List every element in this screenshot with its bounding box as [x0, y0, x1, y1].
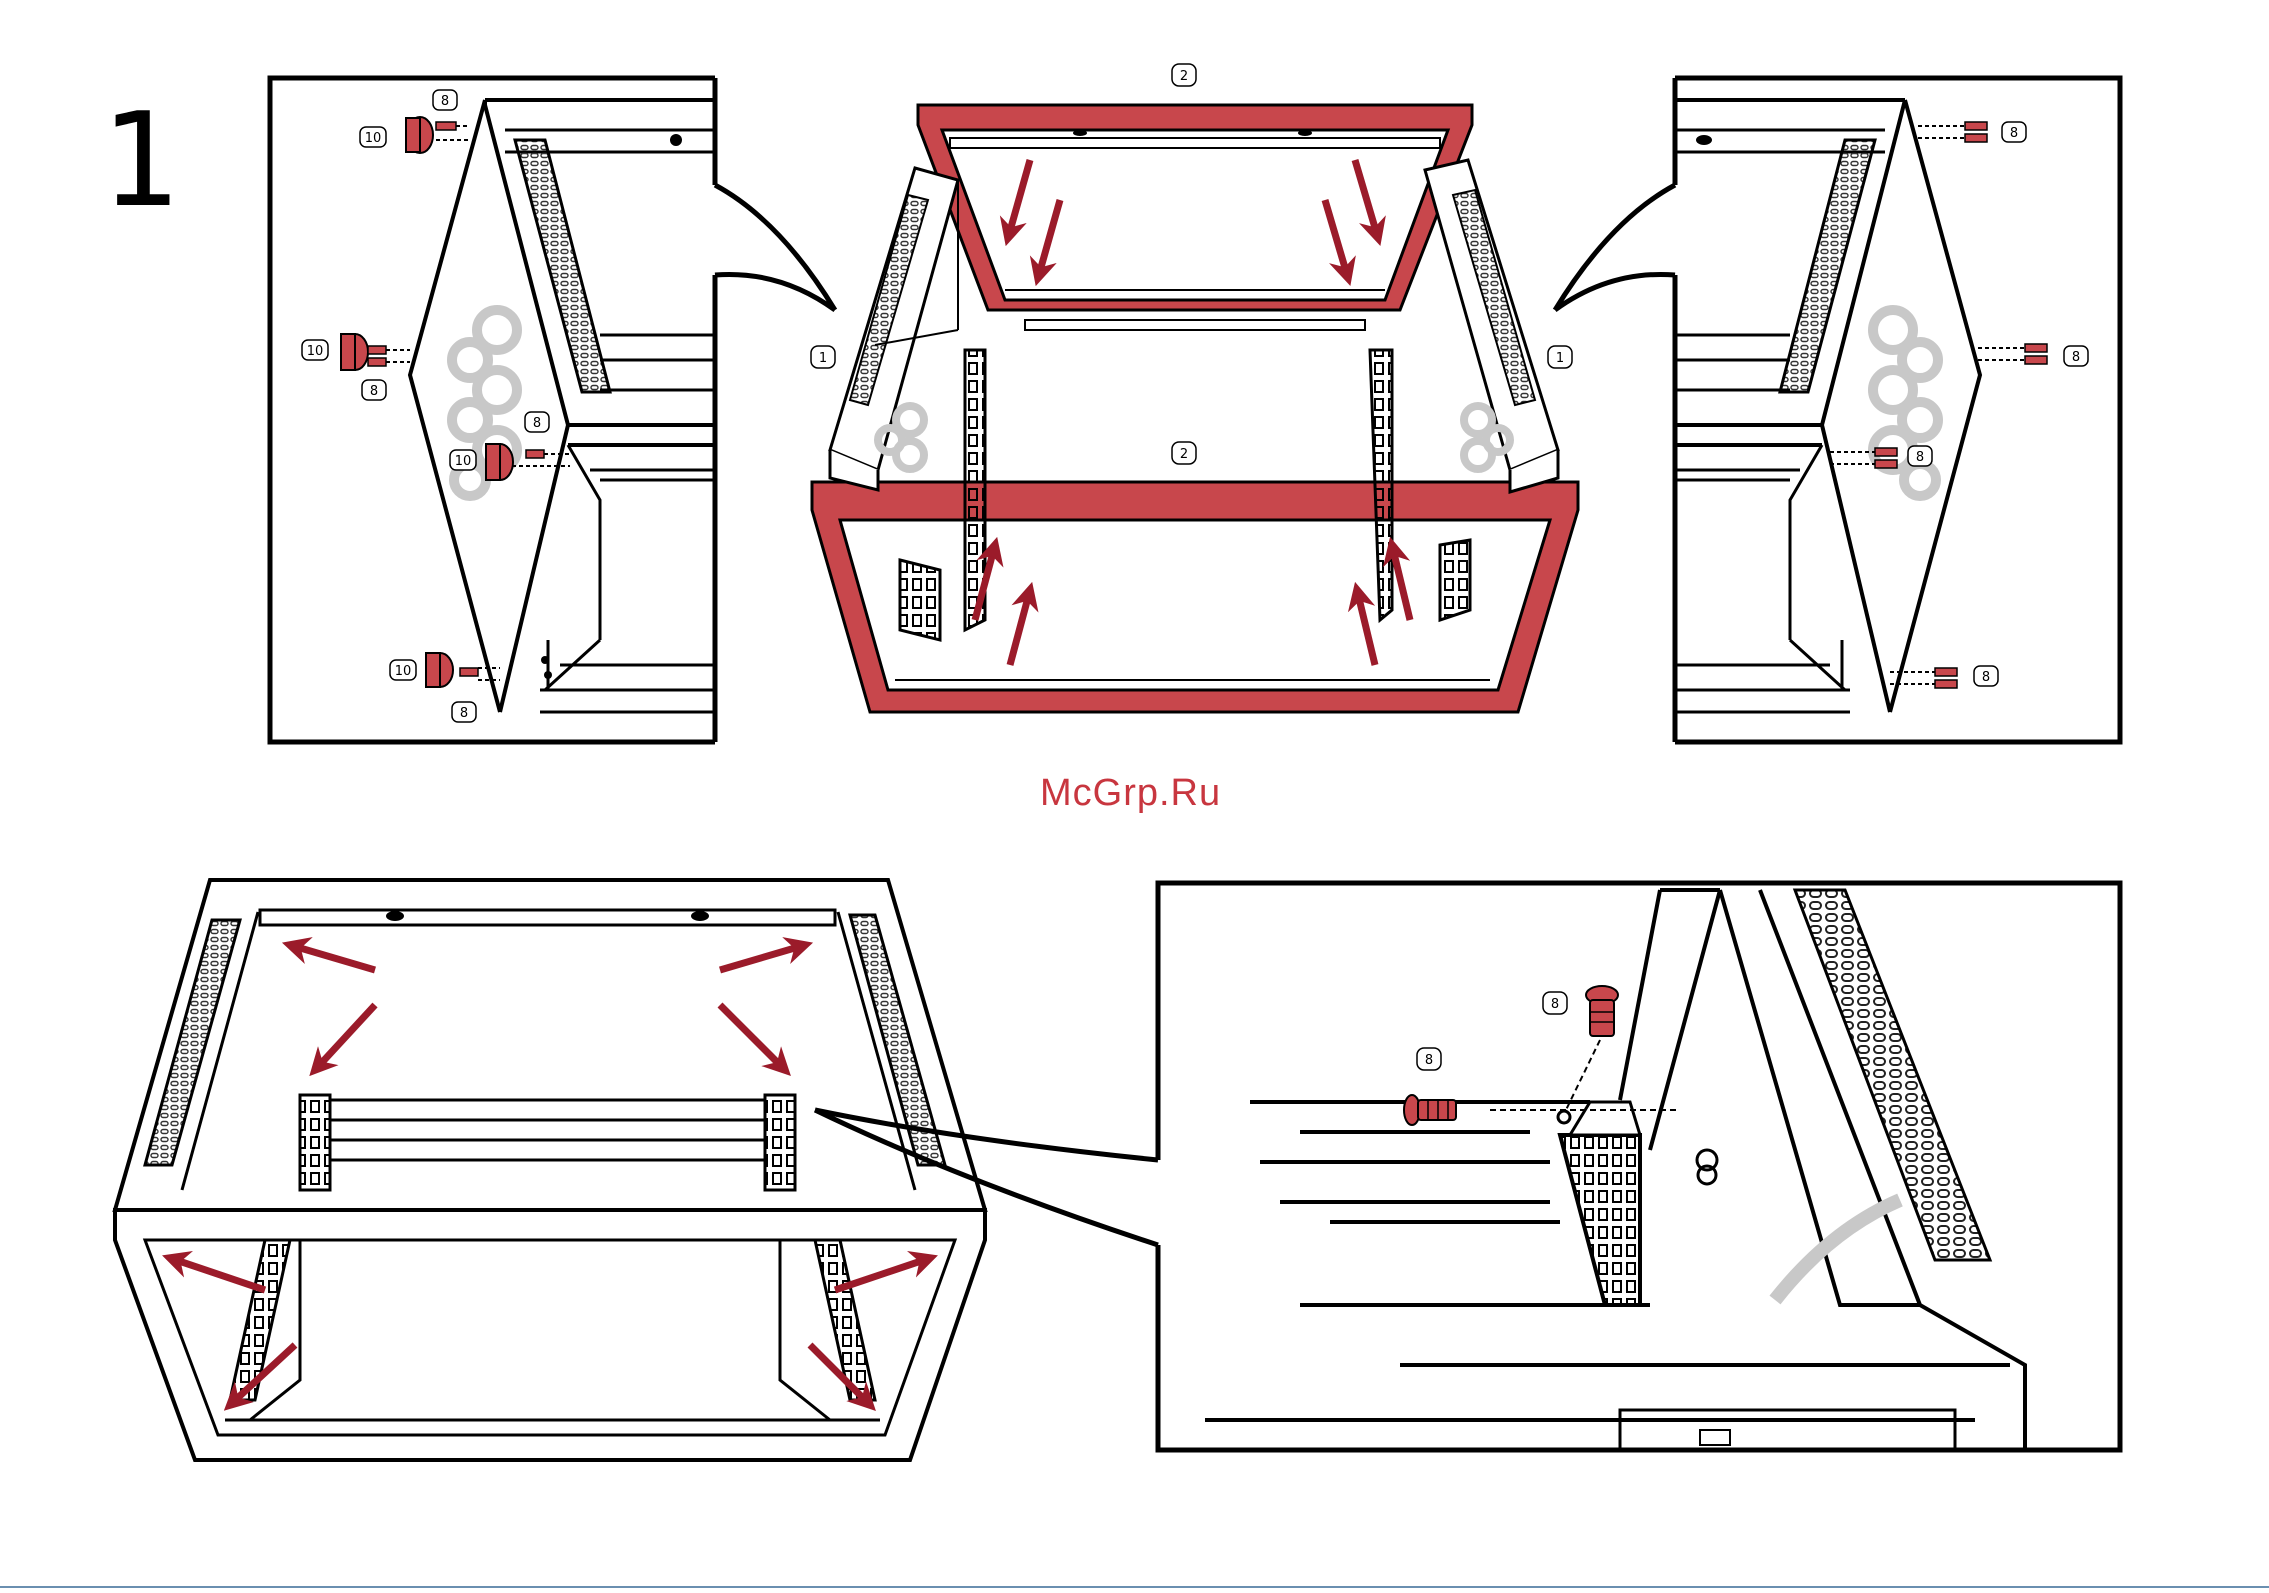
- cap-nut-icon: [486, 444, 513, 480]
- callout-screw-label: 8: [1974, 666, 1998, 686]
- svg-text:10: 10: [365, 131, 382, 146]
- svg-text:8: 8: [370, 384, 378, 399]
- callout-screw-label: 8: [452, 702, 476, 722]
- svg-text:8: 8: [1551, 997, 1559, 1012]
- callout-cap-label: 10: [302, 340, 328, 360]
- callout-screw-label: 8: [433, 90, 457, 110]
- svg-text:8: 8: [441, 94, 449, 109]
- svg-text:8: 8: [1982, 670, 1990, 685]
- callout-frame-label: 2: [1172, 442, 1196, 464]
- svg-text:1: 1: [1556, 351, 1564, 366]
- callout-screw-label: 8: [525, 412, 549, 432]
- svg-text:1: 1: [819, 351, 827, 366]
- callout-cap-label: 10: [360, 127, 386, 147]
- callout-screw-label: 8: [362, 380, 386, 400]
- svg-text:2: 2: [1180, 447, 1188, 462]
- assembled-cabinet-view: [115, 880, 1158, 1460]
- svg-text:8: 8: [2072, 350, 2080, 365]
- screw-icon: [1404, 1095, 1456, 1125]
- svg-text:8: 8: [1425, 1053, 1433, 1068]
- right-detail-view: 8 8 8 8: [1555, 78, 2120, 742]
- svg-text:8: 8: [460, 706, 468, 721]
- callout-screw-label: 8: [1417, 1048, 1441, 1070]
- watermark: McGrp.Ru: [1040, 772, 1221, 815]
- svg-text:10: 10: [395, 664, 412, 679]
- callout-cap-label: 10: [390, 660, 416, 680]
- callout-screw-label: 8: [1543, 992, 1567, 1014]
- frame-part-top: [918, 105, 1472, 330]
- callout-side-panel-label: 1: [811, 346, 835, 368]
- callout-screw-label: 8: [1908, 446, 1932, 466]
- svg-text:8: 8: [1916, 450, 1924, 465]
- svg-text:10: 10: [455, 454, 472, 469]
- svg-text:8: 8: [2010, 126, 2018, 141]
- step-number: 1: [100, 95, 178, 225]
- cap-nut-icon: [426, 653, 453, 687]
- callout-screw-label: 8: [2064, 346, 2088, 366]
- callout-screw-label: 8: [2002, 122, 2026, 142]
- screw-icon: [1586, 986, 1618, 1036]
- exploded-assembly-view: 2 2 1 1: [811, 64, 1578, 712]
- callout-cap-label: 10: [450, 450, 476, 470]
- callout-frame-label: 2: [1172, 64, 1196, 86]
- svg-text:2: 2: [1180, 69, 1188, 84]
- bottom-divider: [0, 1586, 2269, 1588]
- svg-text:8: 8: [533, 416, 541, 431]
- zoom-detail-view: 8 8: [1158, 883, 2120, 1450]
- cap-nut-icon: [406, 117, 433, 153]
- left-detail-view: 8 10 10 8 8 10 10 8: [270, 78, 835, 742]
- screw-icon: [436, 122, 456, 130]
- callout-side-panel-label: 1: [1548, 346, 1572, 368]
- cap-nut-icon: [341, 334, 368, 370]
- svg-text:10: 10: [307, 344, 324, 359]
